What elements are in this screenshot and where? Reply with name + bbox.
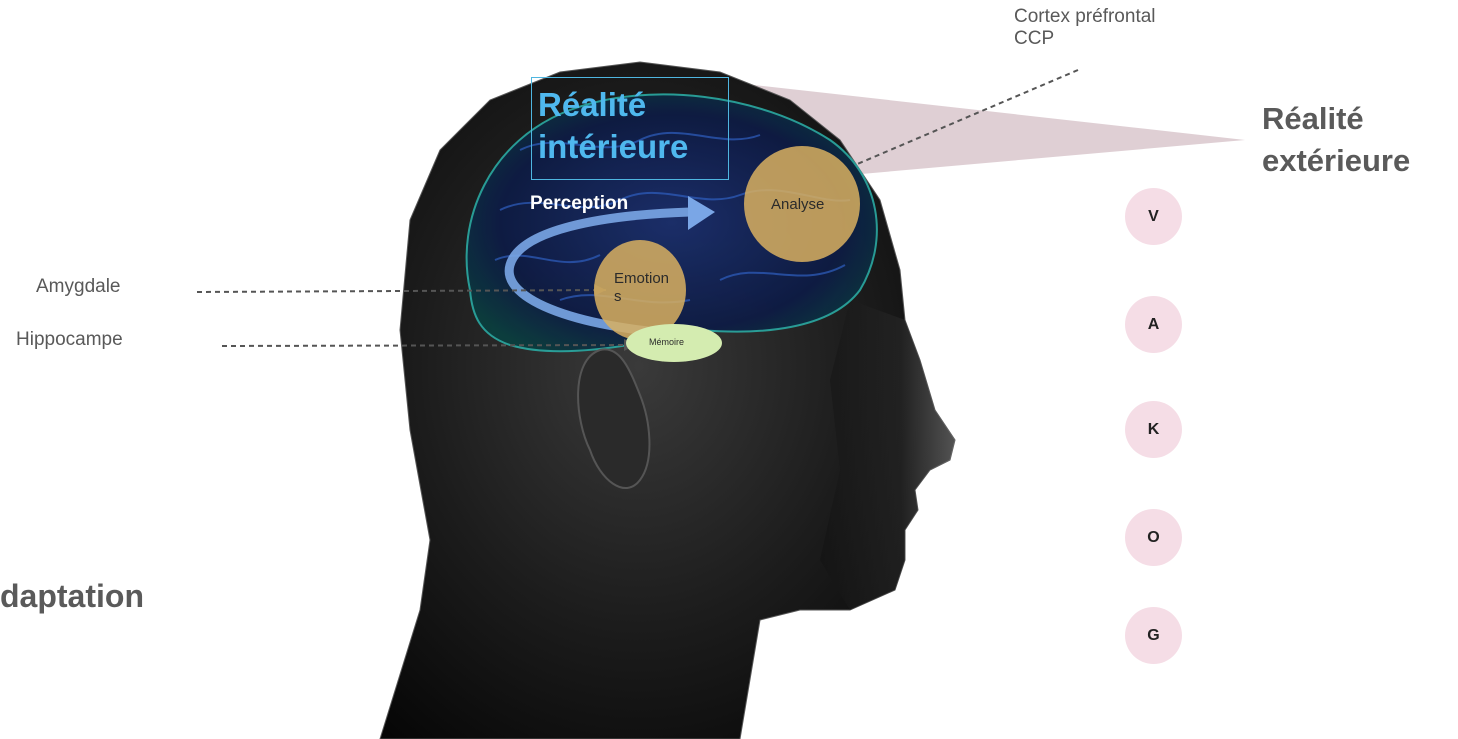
realite-interieure-line2: intérieure — [538, 126, 728, 168]
realite-exterieure-label: Réalité extérieure — [1262, 98, 1410, 182]
cortex-label: Cortex préfrontal CCP — [1014, 6, 1156, 50]
channel-v: V — [1125, 188, 1182, 245]
emotions-text: Emotion s — [614, 270, 669, 306]
cortex-label-line2: CCP — [1014, 28, 1156, 50]
analyse-text: Analyse — [771, 196, 824, 213]
hippocampe-label: Hippocampe — [16, 329, 123, 351]
channel-k: K — [1125, 401, 1182, 458]
realite-interieure-box: Réalité intérieure — [531, 77, 729, 180]
channel-o: O — [1125, 509, 1182, 566]
emotions-text-line2: s — [614, 288, 669, 306]
adaptation-label: daptation — [0, 575, 144, 617]
realite-interieure-line1: Réalité — [538, 84, 728, 126]
realite-exterieure-line2: extérieure — [1262, 140, 1410, 182]
realite-exterieure-line1: Réalité — [1262, 98, 1410, 140]
amygdale-label: Amygdale — [36, 276, 121, 298]
perception-label: Perception — [530, 193, 628, 215]
memoire-text: Mémoire — [649, 337, 684, 347]
channel-g: G — [1125, 607, 1182, 664]
cortex-label-line1: Cortex préfrontal — [1014, 6, 1156, 28]
face-highlight — [820, 300, 955, 610]
emotions-text-line1: Emotion — [614, 270, 669, 288]
channel-a: A — [1125, 296, 1182, 353]
